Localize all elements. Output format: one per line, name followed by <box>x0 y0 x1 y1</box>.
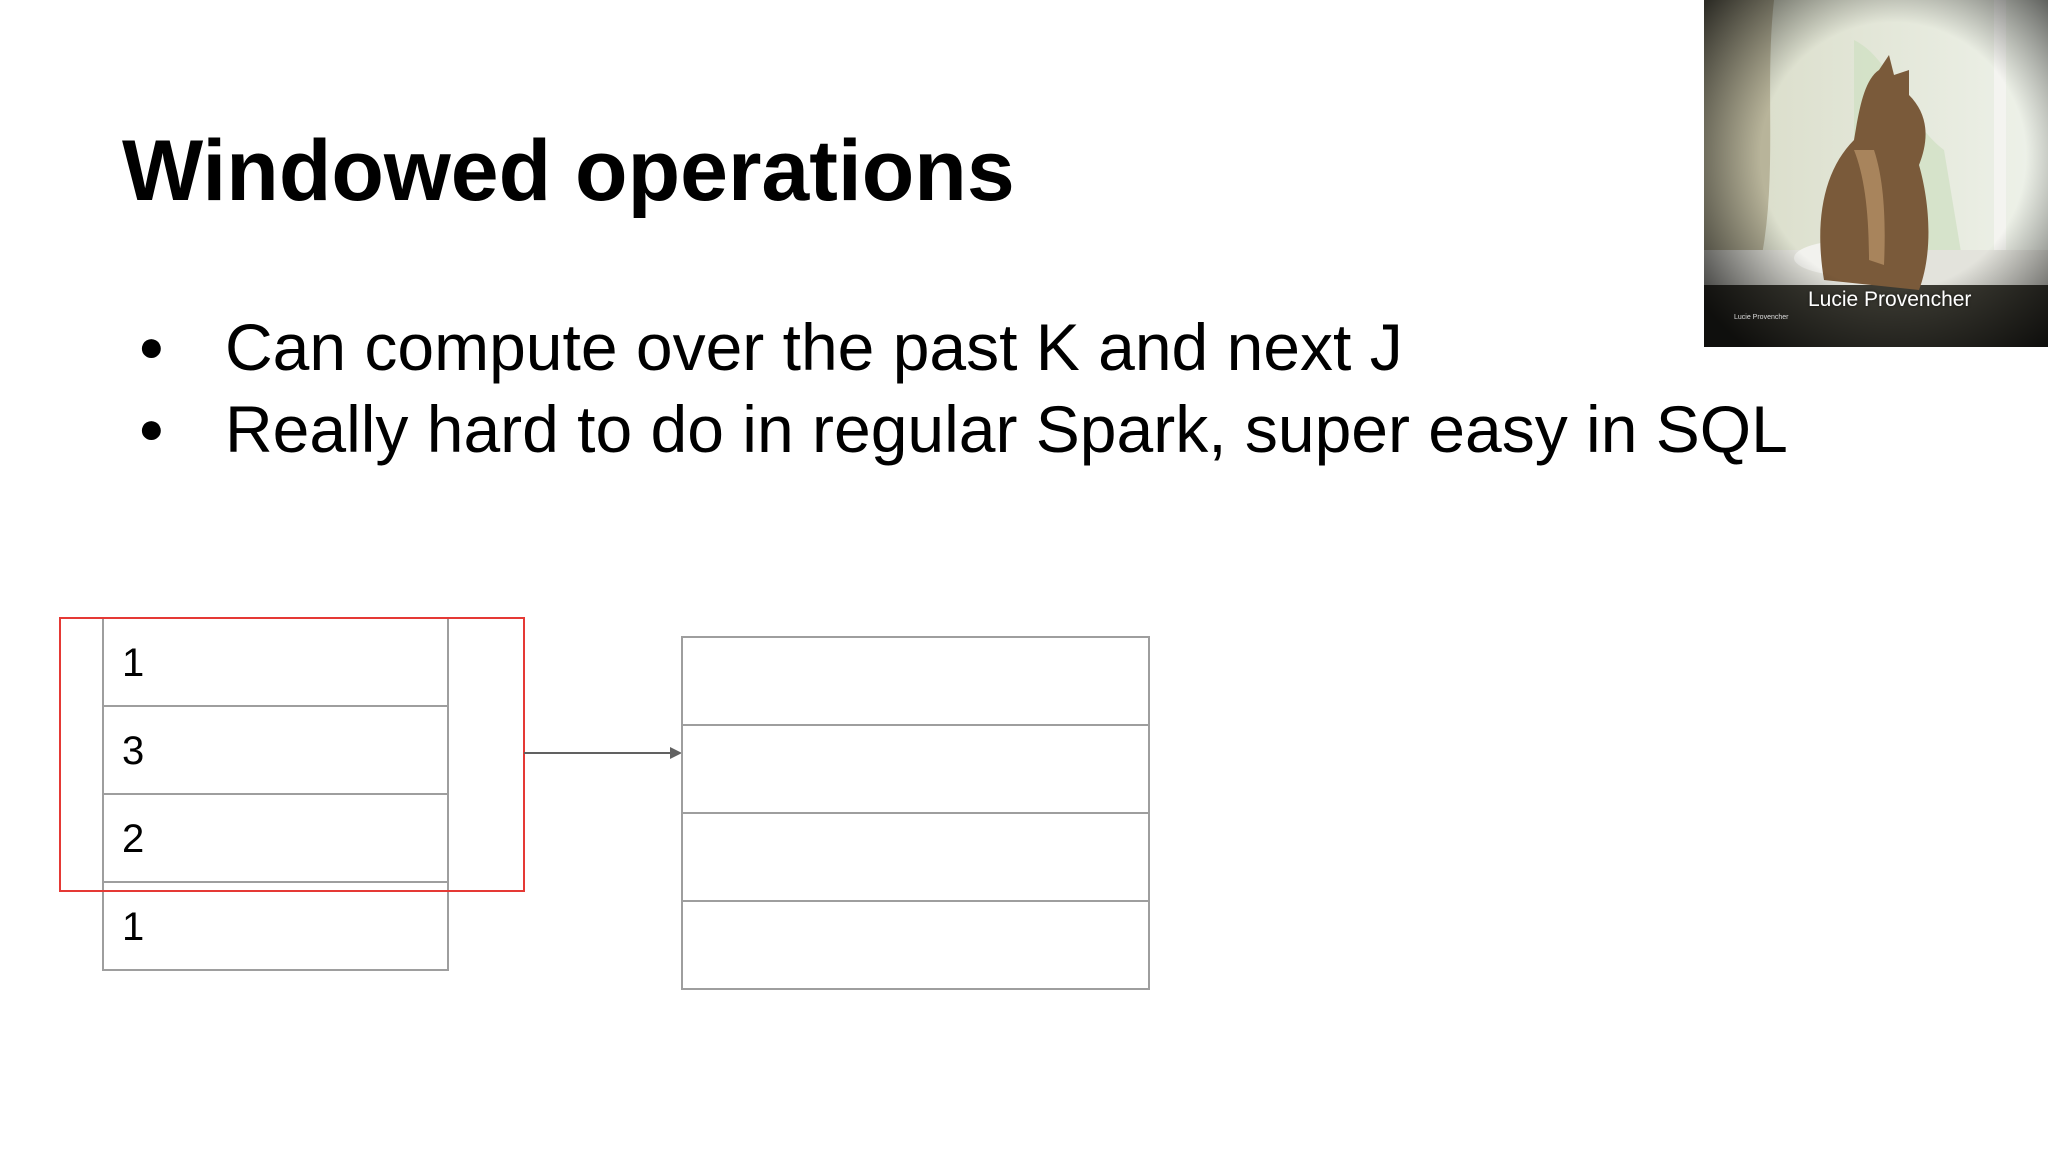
output-cell <box>681 900 1150 990</box>
bullet-dot-icon: ● <box>138 404 165 453</box>
window-highlight-box <box>59 617 525 892</box>
bullet-item: ● Can compute over the past K and next J <box>130 306 1788 388</box>
webcam-overlay: Lucie Provencher Lucie Provencher <box>1704 0 2048 347</box>
bullet-item: ● Really hard to do in regular Spark, su… <box>130 388 1788 470</box>
output-cell <box>681 636 1150 726</box>
webcam-video-image <box>1704 0 2048 347</box>
output-cell <box>681 812 1150 902</box>
input-column-table: 1 3 2 1 <box>102 617 449 971</box>
slide-title: Windowed operations <box>122 123 1015 219</box>
bullet-list: ● Can compute over the past K and next J… <box>130 306 1788 470</box>
bullet-dot-icon: ● <box>138 322 165 371</box>
output-cell <box>681 724 1150 814</box>
arrow-right-icon <box>524 747 682 759</box>
output-column-table <box>681 636 1150 990</box>
bullet-text: Really hard to do in regular Spark, supe… <box>225 392 1788 466</box>
bullet-text: Can compute over the past K and next J <box>225 310 1403 384</box>
input-cell: 1 <box>102 881 449 971</box>
webcam-watermark: Lucie Provencher <box>1734 314 1789 321</box>
webcam-name-label: Lucie Provencher <box>1808 288 1972 311</box>
